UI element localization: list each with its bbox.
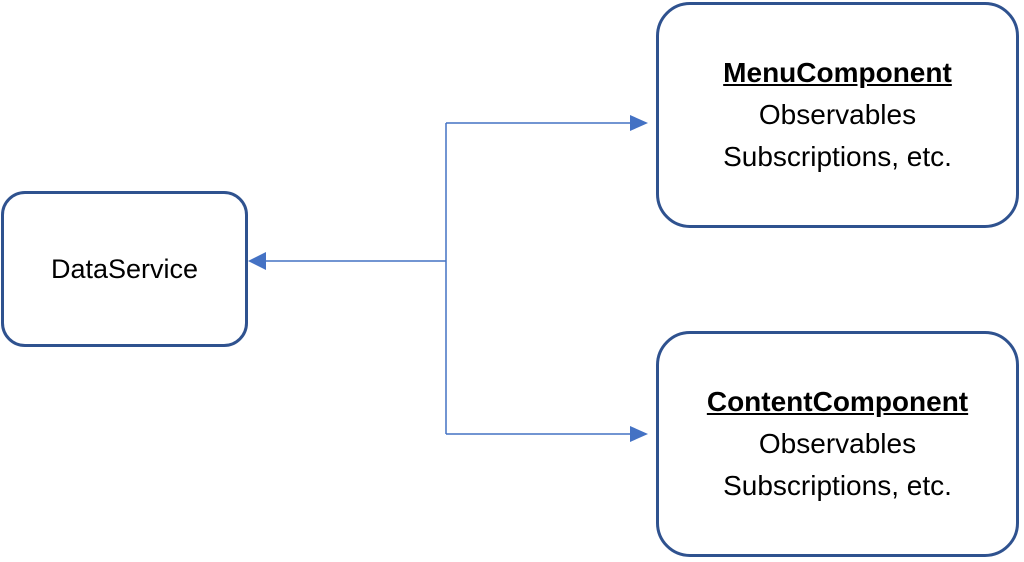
menu-component-box: MenuComponent Observables Subscriptions,…: [656, 2, 1019, 228]
arrowhead-dataservice: [248, 252, 266, 270]
content-component-line1: Observables: [758, 428, 917, 459]
dataservice-label: DataService: [50, 254, 199, 284]
content-component-line2: Subscriptions, etc.: [723, 470, 952, 501]
menu-component-title: MenuComponent: [723, 57, 952, 88]
menu-component-line1: Observables: [758, 99, 917, 130]
content-component-title: ContentComponent: [706, 386, 969, 417]
content-component-box: ContentComponent Observables Subscriptio…: [656, 331, 1019, 557]
arrowhead-content-component: [630, 426, 648, 442]
dataservice-box: DataService: [1, 191, 248, 347]
arrowhead-menu-component: [630, 115, 648, 131]
menu-component-line2: Subscriptions, etc.: [723, 141, 952, 172]
